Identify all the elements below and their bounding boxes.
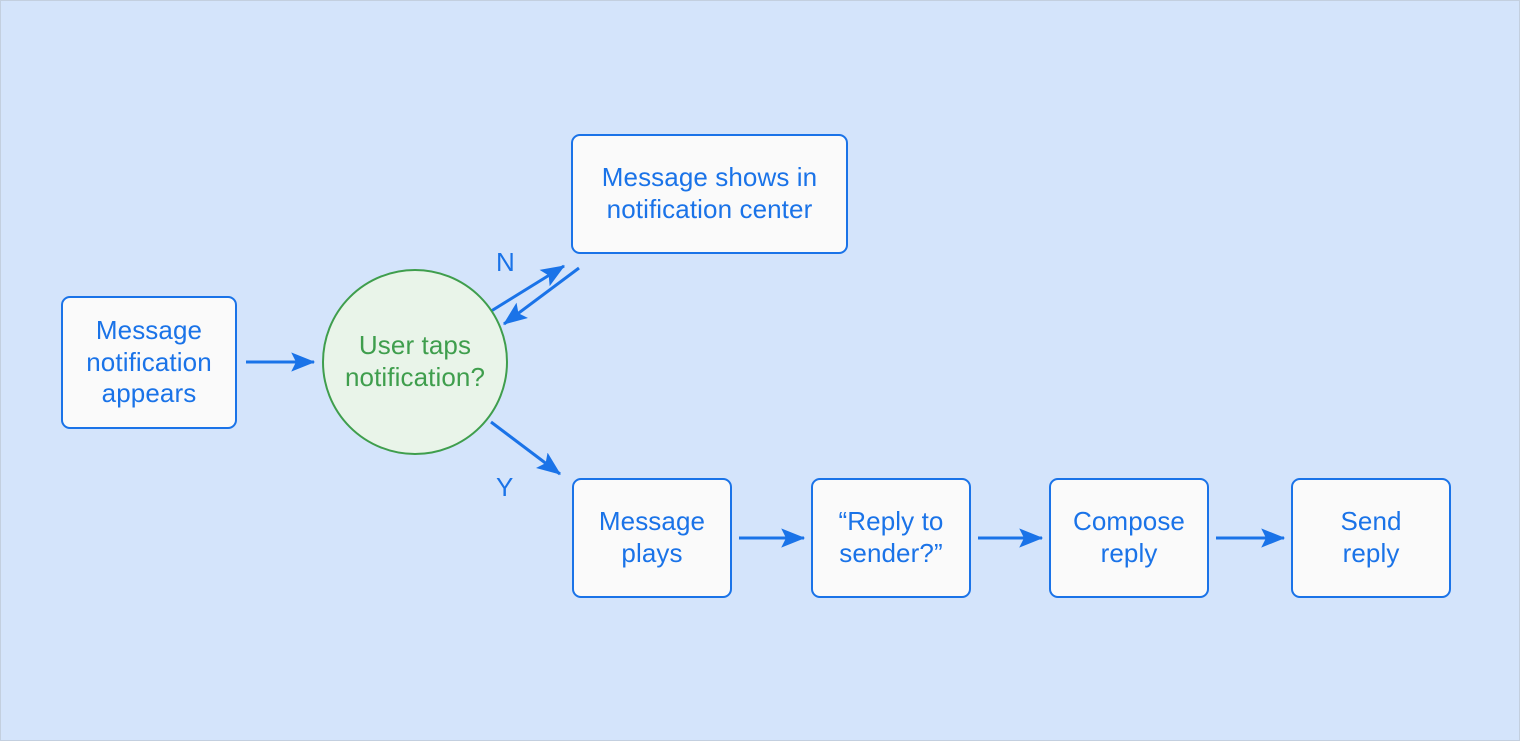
node-label: “Reply to sender?”: [838, 506, 944, 568]
node-message-plays[interactable]: Message plays: [572, 478, 732, 598]
node-send-reply[interactable]: Send reply: [1291, 478, 1451, 598]
node-user-taps-notification[interactable]: User taps notification?: [322, 269, 508, 455]
node-label: Send reply: [1340, 506, 1402, 568]
node-compose-reply[interactable]: Compose reply: [1049, 478, 1209, 598]
edge-label-n: N: [496, 247, 515, 277]
edge-notification-center-back-to-decision: [503, 266, 580, 326]
node-label: Message plays: [598, 506, 706, 568]
edge-decision-yes-to-message-plays: [490, 420, 561, 476]
node-label: Compose reply: [1073, 506, 1185, 568]
node-label: User taps notification?: [344, 330, 486, 392]
node-label: Message shows in notification center: [601, 162, 818, 224]
node-label: Message notification appears: [86, 314, 212, 409]
edge-label-y: Y: [496, 472, 514, 502]
node-message-shows-in-notification-center[interactable]: Message shows in notification center: [571, 134, 848, 254]
node-message-notification-appears[interactable]: Message notification appears: [61, 296, 237, 429]
node-reply-to-sender[interactable]: “Reply to sender?”: [811, 478, 971, 598]
